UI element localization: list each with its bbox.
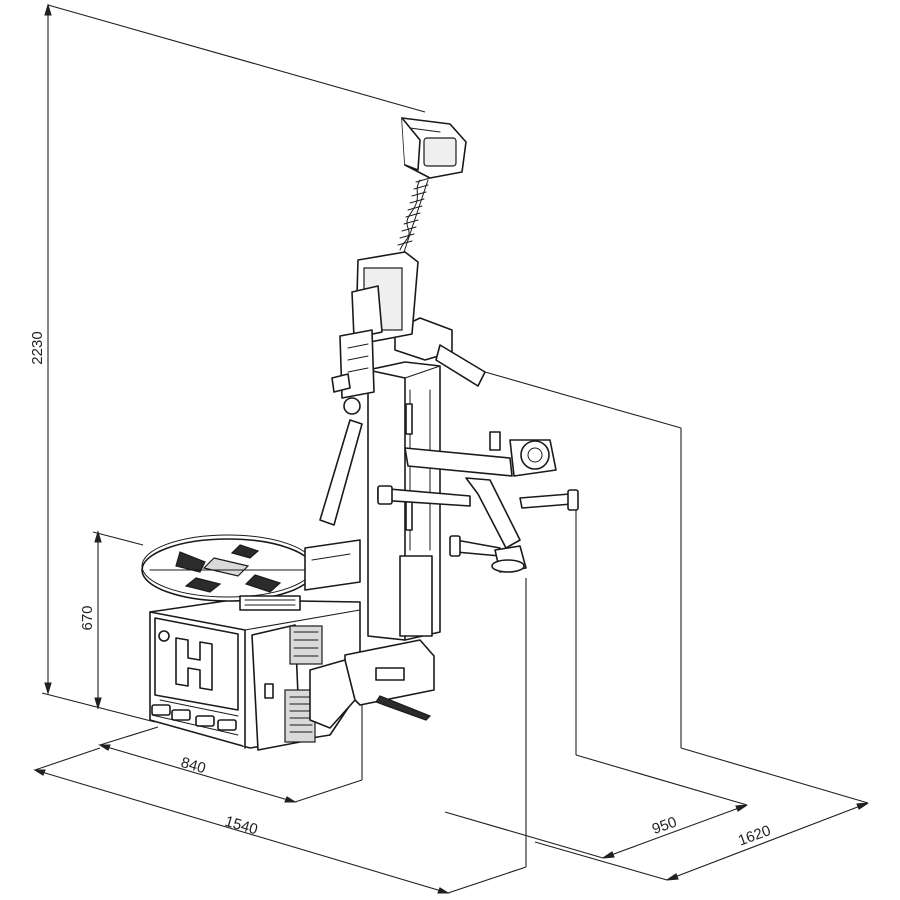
turntable [141, 534, 315, 611]
dim-label-2230: 2230 [29, 331, 46, 364]
vertical-arm [331, 251, 486, 415]
dim-label-670: 670 [79, 605, 96, 630]
dim-label-840: 840 [179, 754, 208, 777]
dim-label-1540: 1540 [223, 813, 260, 839]
brand-logo-h [175, 637, 213, 691]
mounting-arm [377, 431, 579, 573]
column-foot [309, 639, 435, 729]
dim-label-950: 950 [650, 814, 679, 839]
control-pendant [397, 117, 467, 253]
dimension-lines [33, 3, 869, 894]
bead-breaker [304, 419, 363, 591]
dim-label-1620: 1620 [736, 822, 773, 849]
tyre-changer-machine [141, 117, 579, 751]
